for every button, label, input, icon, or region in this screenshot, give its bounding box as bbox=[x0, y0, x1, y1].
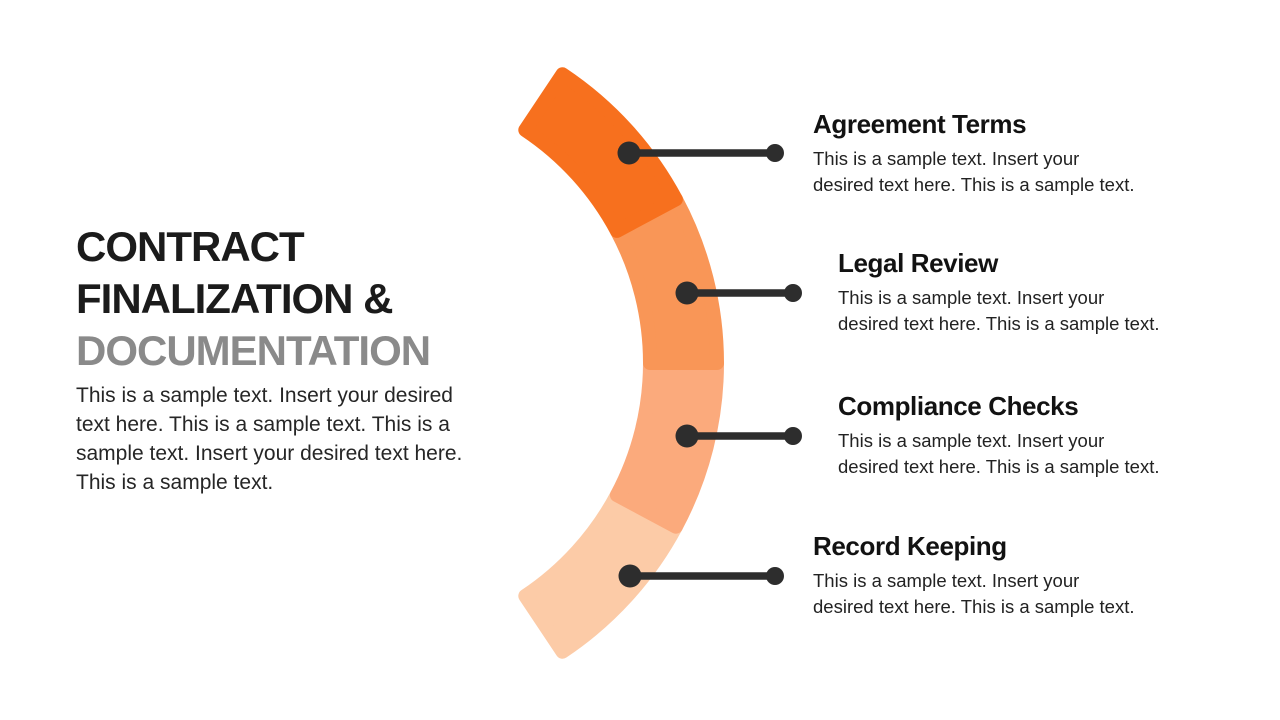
list-item-legal-review: Legal Review This is a sample text. Inse… bbox=[838, 249, 1238, 336]
intro-line: text here. This is a sample text. This i… bbox=[76, 413, 450, 436]
item-body-line: desired text here. This is a sample text… bbox=[813, 173, 1135, 195]
connector-end-dot bbox=[784, 284, 802, 302]
item-title: Record Keeping bbox=[813, 531, 1007, 561]
item-title: Legal Review bbox=[838, 248, 998, 278]
intro-line: This is a sample text. bbox=[76, 471, 274, 494]
item-body-line: desired text here. This is a sample text… bbox=[838, 312, 1160, 334]
item-body: This is a sample text. Insert your desir… bbox=[813, 568, 1213, 619]
item-body-line: desired text here. This is a sample text… bbox=[838, 455, 1160, 477]
list-item-agreement-terms: Agreement Terms This is a sample text. I… bbox=[813, 110, 1213, 197]
connector-start-dot bbox=[675, 424, 699, 448]
slide-title-line-1: CONTRACT bbox=[76, 223, 305, 270]
list-item-compliance-checks: Compliance Checks This is a sample text.… bbox=[838, 392, 1238, 479]
item-body-line: This is a sample text. Insert your bbox=[838, 430, 1105, 451]
arc-segment-agreement-terms bbox=[518, 67, 683, 238]
item-title: Agreement Terms bbox=[813, 109, 1027, 139]
slide-title-line-3: DOCUMENTATION bbox=[76, 327, 431, 374]
connector-end-dot bbox=[766, 144, 784, 162]
connector-compliance-checks bbox=[675, 424, 802, 448]
arc-segment-compliance-checks bbox=[609, 356, 724, 534]
connector-agreement-terms bbox=[617, 141, 784, 165]
intro-line: sample text. Insert your desired text he… bbox=[76, 442, 463, 465]
item-body-line: This is a sample text. Insert your bbox=[838, 287, 1105, 308]
slide-title: CONTRACT FINALIZATION & DOCUMENTATION bbox=[76, 221, 536, 377]
slide-title-line-2: FINALIZATION & bbox=[76, 275, 394, 322]
connector-start-dot bbox=[617, 141, 641, 165]
arc-segment-legal-review bbox=[609, 192, 724, 370]
connector-legal-review bbox=[675, 281, 802, 305]
item-body-line: This is a sample text. Insert your bbox=[813, 148, 1080, 169]
item-body-line: desired text here. This is a sample text… bbox=[813, 595, 1135, 617]
item-body: This is a sample text. Insert your desir… bbox=[838, 428, 1238, 479]
connector-start-dot bbox=[618, 564, 642, 588]
item-title: Compliance Checks bbox=[838, 391, 1079, 421]
item-body: This is a sample text. Insert your desir… bbox=[813, 146, 1213, 197]
item-body-line: This is a sample text. Insert your bbox=[813, 570, 1080, 591]
connector-end-dot bbox=[766, 567, 784, 585]
connector-end-dot bbox=[784, 427, 802, 445]
intro-line: This is a sample text. Insert your desir… bbox=[76, 384, 453, 407]
connector-record-keeping bbox=[618, 564, 784, 588]
connector-start-dot bbox=[675, 281, 699, 305]
item-body: This is a sample text. Insert your desir… bbox=[838, 285, 1238, 336]
list-item-record-keeping: Record Keeping This is a sample text. In… bbox=[813, 532, 1213, 619]
slide-intro-paragraph: This is a sample text. Insert your desir… bbox=[76, 381, 546, 497]
